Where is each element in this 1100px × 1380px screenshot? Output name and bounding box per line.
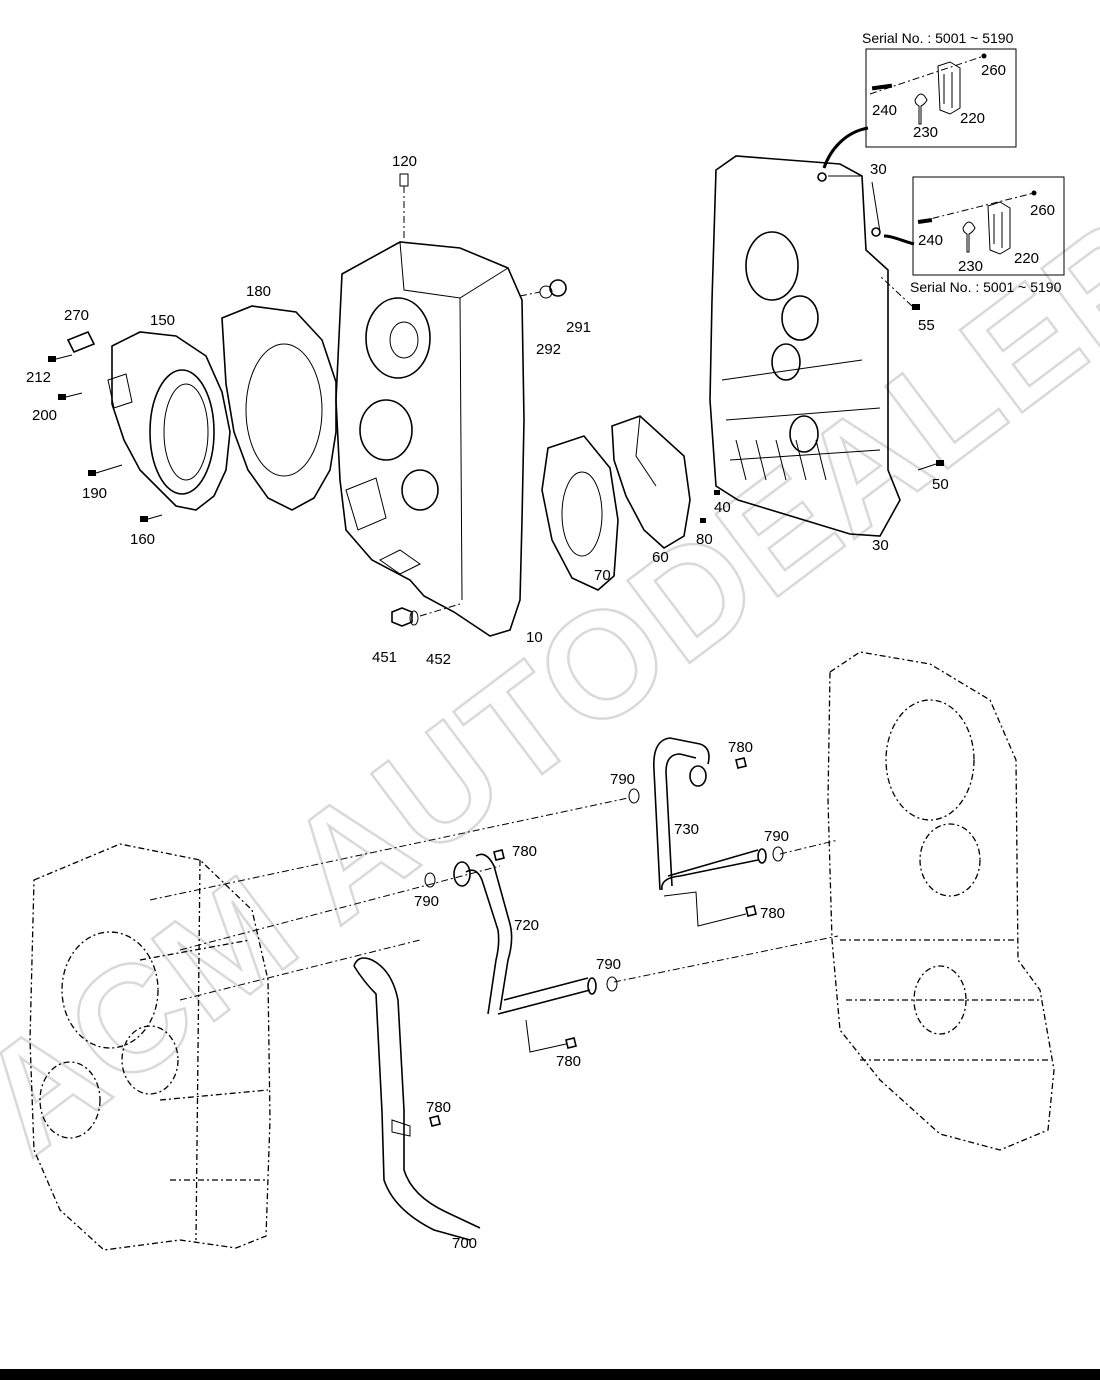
pipe-730: [628, 737, 784, 927]
label-30-top: 30: [870, 161, 887, 178]
label-260-box1: 260: [981, 62, 1006, 79]
cover-30: [709, 155, 901, 537]
label-260-box2: 260: [1030, 202, 1055, 219]
label-70: 70: [594, 567, 611, 584]
bolt-780-e: [429, 1115, 441, 1127]
serial-box-1-text: Serial No. : 5001 ~ 5190: [862, 30, 1014, 46]
label-790-d: 790: [596, 956, 621, 973]
label-780-b: 780: [760, 905, 785, 922]
leader-790-a: [149, 797, 629, 901]
label-40: 40: [714, 499, 731, 516]
bolt-190: [88, 464, 123, 476]
label-700: 700: [452, 1235, 477, 1252]
label-780-c: 780: [512, 843, 537, 860]
leader-790-b: [179, 865, 501, 951]
label-200: 200: [32, 407, 57, 424]
label-780-d: 780: [556, 1053, 581, 1070]
pipe-720: [424, 853, 618, 1053]
label-790-b: 790: [764, 828, 789, 845]
bolt-780-b: [745, 905, 757, 917]
serial-box-1: Serial No. : 5001 ~ 5190 260 240 230 220: [822, 30, 1017, 169]
label-240-box1: 240: [872, 102, 897, 119]
label-780-e: 780: [426, 1099, 451, 1116]
serial-box-1-frame: [865, 48, 1017, 148]
label-150: 150: [150, 312, 175, 329]
label-270: 270: [64, 307, 89, 324]
serial-box-2: 260 240 230 220 Serial No. : 5001 ~ 5190: [883, 176, 1065, 295]
pipe-700: [353, 957, 481, 1241]
label-160: 160: [130, 531, 155, 548]
bottom-border-bar: [0, 1369, 1100, 1380]
gasket-180: [221, 305, 337, 511]
label-720: 720: [514, 917, 539, 934]
leader-790-e: [779, 839, 839, 855]
bolt-780-c: [493, 849, 505, 861]
label-451: 451: [372, 649, 397, 666]
plug-120: [399, 173, 409, 187]
label-220-box1: 220: [960, 110, 985, 127]
label-60: 60: [652, 549, 669, 566]
label-291: 291: [566, 319, 591, 336]
pin-80: [700, 518, 706, 523]
serial-box-2-text: Serial No. : 5001 ~ 5190: [910, 279, 1062, 295]
plug-451: [391, 603, 461, 627]
label-180: 180: [246, 283, 271, 300]
label-80: 80: [696, 531, 713, 548]
bolt-200: [58, 392, 83, 400]
ghost-housing-right: [827, 651, 1055, 1151]
plate-70: [541, 435, 619, 591]
label-30-bottom: 30: [872, 537, 889, 554]
label-120: 120: [392, 153, 417, 170]
housing-10: [335, 241, 525, 637]
label-230-box2: 230: [958, 258, 983, 275]
plug-30-side: [871, 227, 881, 237]
label-55: 55: [918, 317, 935, 334]
label-230-box1: 230: [913, 124, 938, 141]
label-790-a: 790: [610, 771, 635, 788]
label-292: 292: [536, 341, 561, 358]
leader-790-c: [179, 939, 421, 1001]
plug-291: [519, 279, 567, 299]
label-780-a: 780: [728, 739, 753, 756]
label-212: 212: [26, 369, 51, 386]
bolt-50: [917, 460, 944, 471]
label-790-c: 790: [414, 893, 439, 910]
serial-box-2-frame: [912, 176, 1065, 276]
clip-270: [66, 330, 96, 354]
label-240-box2: 240: [918, 232, 943, 249]
label-220-box2: 220: [1014, 250, 1039, 267]
bolt-55: [879, 275, 920, 310]
leader-790-d: [613, 935, 839, 983]
plug-30-top: [817, 172, 827, 182]
label-730: 730: [674, 821, 699, 838]
label-452: 452: [426, 651, 451, 668]
label-50: 50: [932, 476, 949, 493]
label-190: 190: [82, 485, 107, 502]
plate-60: [611, 415, 691, 549]
bolt-780-a: [735, 757, 747, 769]
bolt-212: [48, 354, 73, 362]
bolt-780-d: [565, 1037, 577, 1049]
pin-40: [714, 490, 720, 495]
watermark: ACM AUTODEALER.RU: [0, 23, 1100, 1186]
label-10: 10: [526, 629, 543, 646]
cover-plate-150: [107, 331, 231, 511]
ghost-housing-left: [29, 843, 271, 1251]
bolt-160: [140, 514, 163, 522]
